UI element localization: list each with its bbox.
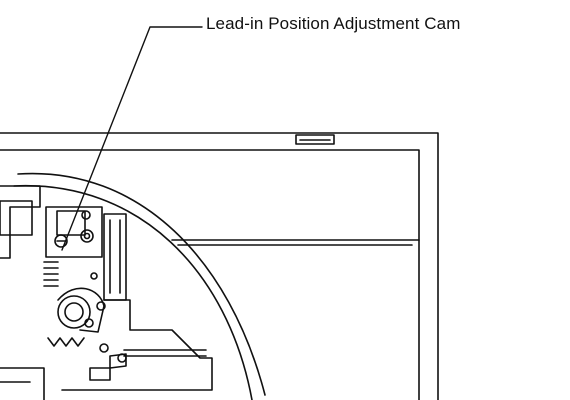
cam-screw-right <box>80 229 94 243</box>
platter-arc <box>13 172 266 400</box>
slot-guide <box>171 239 420 246</box>
lower-spring <box>47 337 85 347</box>
link-screw-a <box>99 343 109 353</box>
cam-screw-left <box>54 234 68 248</box>
left-window <box>0 200 33 236</box>
cam-block <box>56 210 86 236</box>
chassis-outline <box>0 132 439 400</box>
head-pivot-inner <box>64 302 84 322</box>
arm-pin-mid <box>96 301 106 311</box>
cam-screw-top <box>81 210 91 220</box>
carrier-frame <box>103 213 127 301</box>
callout-label: Lead-in Position Adjustment Cam <box>206 14 461 33</box>
arm-pin-low <box>84 318 94 328</box>
callout-leader-line <box>61 26 203 251</box>
lower-rail <box>123 349 207 357</box>
left-panel <box>0 185 41 259</box>
spring-stack <box>43 261 59 287</box>
bottom-frame <box>0 367 45 400</box>
lower-linkage <box>61 299 213 391</box>
head-pivot-outer <box>57 295 91 329</box>
top-tab <box>295 134 335 145</box>
cam-mount-plate <box>45 206 103 258</box>
chassis-inner-rail <box>0 149 420 400</box>
arm-pin-top <box>90 272 98 280</box>
head-arm <box>57 287 105 333</box>
